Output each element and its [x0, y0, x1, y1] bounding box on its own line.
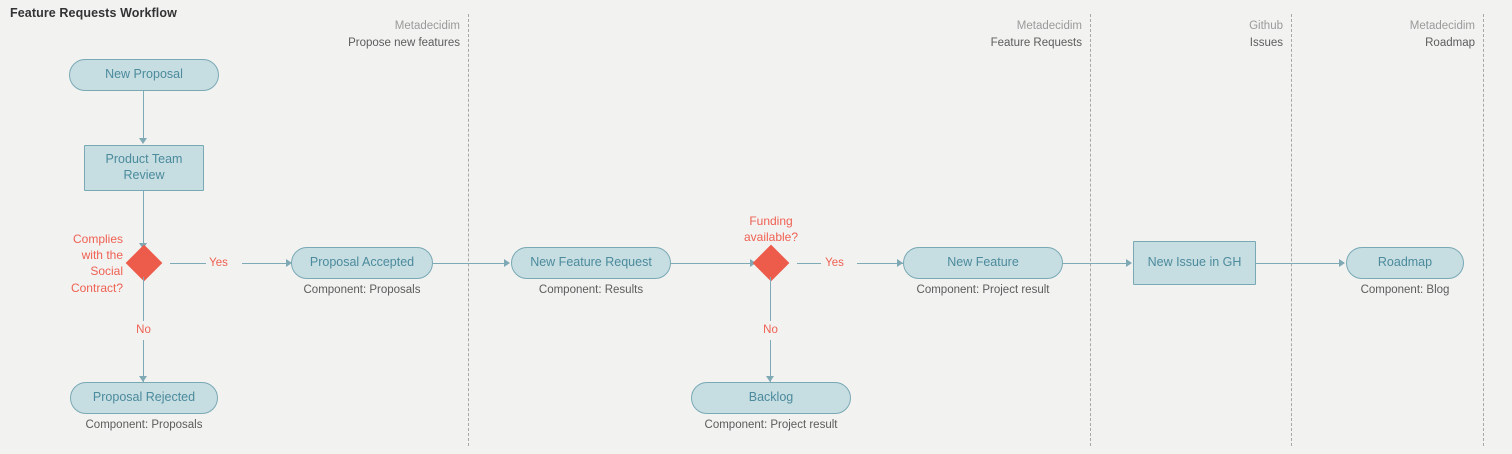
node-new-proposal[interactable]: New Proposal	[69, 59, 219, 91]
decision-label-line: Social	[90, 264, 123, 279]
node-backlog[interactable]: Backlog	[691, 382, 851, 414]
edge-proposal-accepted-to-new-feature-request	[433, 263, 506, 264]
node-new-issue-in-gh[interactable]: New Issue in GH	[1133, 241, 1256, 285]
lane-header-line1: Github	[1249, 20, 1283, 32]
decision-label-line: available?	[743, 230, 799, 245]
caption-new-feature: Component: Project result	[916, 284, 1050, 296]
lane-header-feature-requests: Metadecidim Feature Requests	[900, 18, 1082, 51]
edge-label-social-contract-yes: Yes	[209, 257, 228, 269]
node-new-feature[interactable]: New Feature	[903, 247, 1063, 279]
edge-funding-no-lower	[770, 340, 771, 382]
edge-new-feature-to-new-issue-in-gh	[1063, 263, 1128, 264]
edge-social-contract-no-lower	[143, 340, 144, 382]
lane-header-line1: Metadecidim	[1409, 20, 1475, 32]
node-new-feature-request[interactable]: New Feature Request	[511, 247, 671, 279]
decision-label-funding-available: Funding available?	[706, 213, 836, 245]
node-proposal-accepted[interactable]: Proposal Accepted	[291, 247, 433, 279]
caption-new-feature-request: Component: Results	[538, 284, 644, 296]
decision-label-social-contract: Complies with the Social Contract?	[0, 231, 123, 296]
caption-backlog: Component: Project result	[704, 419, 838, 431]
edge-label-funding-yes: Yes	[825, 257, 844, 269]
caption-roadmap: Component: Blog	[1360, 284, 1450, 296]
lane-header-line2: Propose new features	[348, 36, 460, 49]
arrow-right-icon	[1339, 259, 1345, 267]
lane-header-line1: Metadecidim	[394, 20, 460, 32]
lane-header-propose-new-features: Metadecidim Propose new features	[268, 18, 460, 51]
edge-new-issue-in-gh-to-roadmap	[1256, 263, 1341, 264]
edge-funding-yes-right	[857, 263, 904, 264]
caption-proposal-rejected: Component: Proposals	[85, 419, 203, 431]
edge-new-feature-request-to-funding	[671, 263, 753, 264]
lane-header-roadmap: Metadecidim Roadmap	[1320, 18, 1475, 51]
decision-funding-available[interactable]	[752, 244, 790, 282]
lane-divider-roadmap	[1483, 14, 1484, 446]
caption-proposal-accepted: Component: Proposals	[303, 284, 421, 296]
lane-header-line2: Feature Requests	[990, 36, 1082, 49]
arrow-down-icon	[766, 376, 774, 382]
lane-divider-feature-requests	[1090, 14, 1091, 446]
edge-new-proposal-to-product-team-review	[143, 91, 144, 139]
edge-funding-no-upper	[770, 277, 771, 321]
edge-label-social-contract-no: No	[136, 324, 151, 336]
lane-divider-github-issues	[1291, 14, 1292, 446]
decision-label-line: Funding	[749, 214, 793, 228]
node-proposal-rejected[interactable]: Proposal Rejected	[70, 382, 218, 414]
lane-header-github-issues: Github Issues	[1140, 18, 1283, 51]
edge-social-contract-yes-right	[242, 263, 288, 264]
arrow-down-icon	[139, 138, 147, 144]
edge-social-contract-no-upper	[143, 277, 144, 321]
lane-header-line1: Metadecidim	[1016, 20, 1082, 32]
edge-label-funding-no: No	[763, 324, 778, 336]
arrow-right-icon	[286, 259, 292, 267]
page-title: Feature Requests Workflow	[10, 6, 177, 20]
arrow-right-icon	[897, 259, 903, 267]
node-product-team-review[interactable]: Product Team Review	[84, 145, 204, 191]
arrow-right-icon	[1126, 259, 1132, 267]
arrow-right-icon	[504, 259, 510, 267]
decision-label-line: with the	[81, 248, 123, 263]
edge-funding-yes-left	[797, 263, 821, 264]
edge-product-team-review-to-social-contract	[143, 191, 144, 248]
decision-social-contract[interactable]	[125, 244, 163, 282]
lane-header-line2: Issues	[1249, 36, 1283, 49]
edge-social-contract-yes-left	[170, 263, 206, 264]
node-roadmap[interactable]: Roadmap	[1346, 247, 1464, 279]
arrow-down-icon	[139, 376, 147, 382]
lane-divider-propose-new-features	[468, 14, 469, 446]
decision-label-line: Contract?	[70, 280, 123, 295]
decision-label-line: Complies	[72, 232, 123, 246]
lane-header-line2: Roadmap	[1425, 36, 1475, 49]
